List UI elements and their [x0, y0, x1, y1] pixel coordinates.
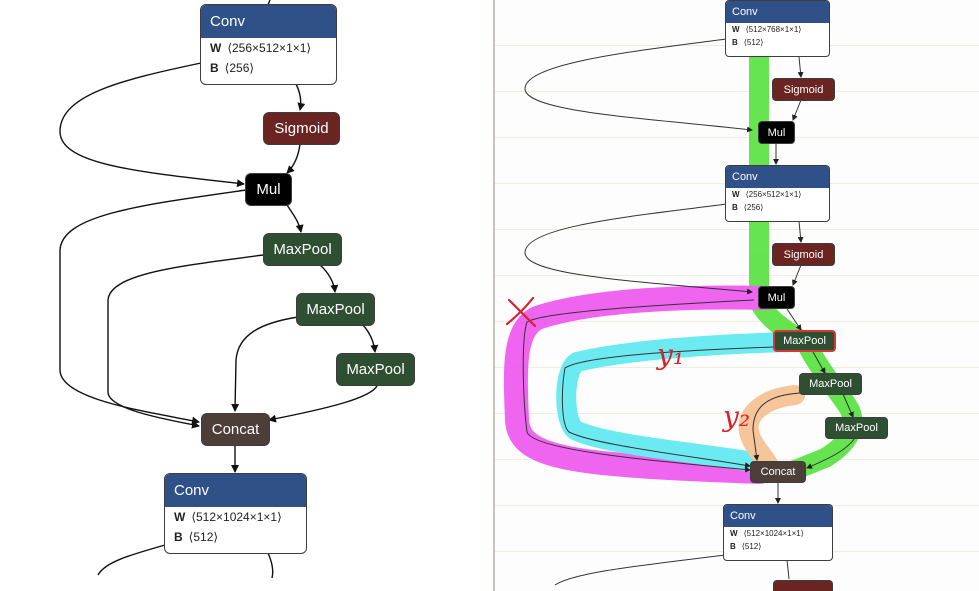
edge-sigmoid-mul — [792, 99, 802, 121]
bias-shape: ⟨256⟩ — [224, 61, 255, 75]
sigmoid-node[interactable]: Sigmoid — [772, 78, 835, 101]
conv-bias-row: B ⟨512⟩ — [724, 540, 832, 553]
conv-node[interactable]: Conv W ⟨256×512×1×1⟩ B ⟨256⟩ — [200, 4, 337, 85]
highlight-cyan-path — [556, 332, 800, 472]
edge-maxpool2-maxpool3 — [842, 393, 854, 418]
maxpool-node-1[interactable]: MaxPool — [263, 233, 342, 266]
left-edges — [59, 0, 379, 579]
panel-divider — [493, 0, 495, 591]
bias-label: B — [732, 38, 738, 47]
conv-bias-row: B ⟨512⟩ — [726, 36, 829, 49]
edge-mul-maxpool1 — [786, 308, 802, 331]
edge-maxpool1-maxpool2 — [812, 351, 826, 374]
conv-bias-row: B ⟨256⟩ — [201, 58, 336, 78]
edge-conv-out-left — [554, 554, 726, 586]
mul-node[interactable]: Mul — [758, 121, 795, 144]
bias-label: B — [174, 530, 183, 544]
conv-node[interactable]: Conv W ⟨256×512×1×1⟩ B ⟨256⟩ — [725, 165, 830, 222]
edge-maxpool2-concat — [231, 316, 299, 412]
weight-shape: ⟨256×512×1×1⟩ — [227, 41, 312, 55]
edge-sigmoid-mul — [286, 143, 301, 174]
edge-conv-bypass — [524, 203, 753, 295]
edge-conv-sigmoid — [797, 220, 804, 243]
edge-maxpool3-concat — [268, 385, 378, 423]
maxpool-node-2[interactable]: MaxPool — [296, 293, 375, 326]
bias-shape: ⟨512⟩ — [741, 542, 762, 551]
conv-weight-row: W ⟨512×768×1×1⟩ — [726, 23, 829, 36]
sigmoid-node-partial[interactable] — [773, 580, 833, 591]
conv-weight-row: W ⟨512×1024×1×1⟩ — [724, 527, 832, 540]
conv-node[interactable]: Conv W ⟨512×1024×1×1⟩ B ⟨512⟩ — [723, 504, 833, 561]
bias-label: B — [210, 61, 219, 75]
edge-conv-out-left — [97, 544, 166, 576]
bias-label: B — [730, 542, 736, 551]
bias-shape: ⟨512⟩ — [188, 530, 219, 544]
mul-node[interactable]: Mul — [758, 286, 795, 309]
left-graph-panel: Conv W ⟨256×512×1×1⟩ B ⟨256⟩ Sigmoid Mul M… — [59, 0, 415, 579]
conv-weight-row: W ⟨256×512×1×1⟩ — [726, 188, 829, 201]
bias-shape: ⟨512⟩ — [743, 38, 764, 47]
concat-node[interactable]: Concat — [201, 413, 270, 446]
conv-node[interactable]: Conv W ⟨512×1024×1×1⟩ B ⟨512⟩ — [164, 473, 307, 554]
highlight-magenta-path — [503, 285, 779, 484]
edge-conv-out-right — [786, 559, 790, 580]
sigmoid-node[interactable]: Sigmoid — [263, 112, 340, 145]
maxpool-node-2[interactable]: MaxPool — [799, 373, 862, 395]
weight-label: W — [732, 190, 740, 199]
edge-mul-concat — [59, 189, 247, 425]
edge-conv-sigmoid — [295, 83, 306, 111]
edge-sigmoid-mul — [792, 264, 802, 286]
conv-weight-row: W ⟨512×1024×1×1⟩ — [165, 507, 306, 527]
edge-maxpool1-maxpool2 — [319, 264, 339, 293]
edge-conv-out-right — [267, 552, 274, 579]
weight-shape: ⟨512×768×1×1⟩ — [745, 25, 802, 34]
highlight-orange-path — [738, 385, 805, 478]
edge-top-conv-bypass — [524, 38, 753, 133]
conv-node-title: Conv — [726, 1, 829, 23]
conv-node-title: Conv — [201, 5, 336, 38]
concat-node[interactable]: Concat — [750, 461, 806, 483]
conv-node-title: Conv — [165, 474, 306, 507]
edge-top-conv-sigmoid — [797, 56, 804, 78]
sigmoid-node[interactable]: Sigmoid — [772, 243, 835, 266]
annotation-x-mark — [505, 296, 537, 328]
weight-shape: ⟨512×1024×1×1⟩ — [191, 510, 282, 524]
weight-label: W — [174, 510, 186, 524]
weight-label: W — [732, 25, 740, 34]
annotation-y1: y₁ — [657, 338, 685, 371]
conv-node-title: Conv — [724, 505, 832, 527]
weight-label: W — [210, 41, 222, 55]
maxpool-node-3[interactable]: MaxPool — [825, 417, 888, 439]
conv-bias-row: B ⟨256⟩ — [726, 201, 829, 214]
annotation-y2: y₂ — [723, 400, 751, 433]
weight-label: W — [730, 529, 738, 538]
right-graph-panel: X y₁ y₂ Conv W⟨512×768×1×1⟩ B⟨512⟩ Sigmo… — [495, 0, 979, 591]
weight-shape: ⟨256×512×1×1⟩ — [745, 190, 802, 199]
weight-shape: ⟨512×1024×1×1⟩ — [743, 529, 804, 538]
conv-weight-row: W ⟨256×512×1×1⟩ — [201, 38, 336, 58]
edge-maxpool2-maxpool3 — [362, 324, 379, 353]
bias-shape: ⟨256⟩ — [743, 203, 764, 212]
maxpool-node-1[interactable]: MaxPool — [773, 330, 836, 352]
edge-maxpool1-concat — [561, 346, 775, 469]
bias-label: B — [732, 203, 738, 212]
edge-conv-mul-bypass — [59, 62, 245, 188]
edge-mul-concat — [522, 299, 755, 473]
conv-bias-row: B ⟨512⟩ — [165, 527, 306, 547]
conv-node[interactable]: Conv W ⟨512×768×1×1⟩ B ⟨512⟩ — [725, 0, 830, 57]
mul-node[interactable]: Mul — [245, 173, 292, 206]
edge-maxpool2-concat — [752, 392, 801, 461]
edge-maxpool3-concat — [806, 437, 856, 469]
conv-node-title: Conv — [726, 166, 829, 188]
edge-maxpool1-concat — [107, 254, 264, 429]
right-edges — [503, 20, 863, 586]
edge-mul-maxpool1 — [286, 204, 304, 233]
maxpool-node-3[interactable]: MaxPool — [336, 353, 415, 386]
